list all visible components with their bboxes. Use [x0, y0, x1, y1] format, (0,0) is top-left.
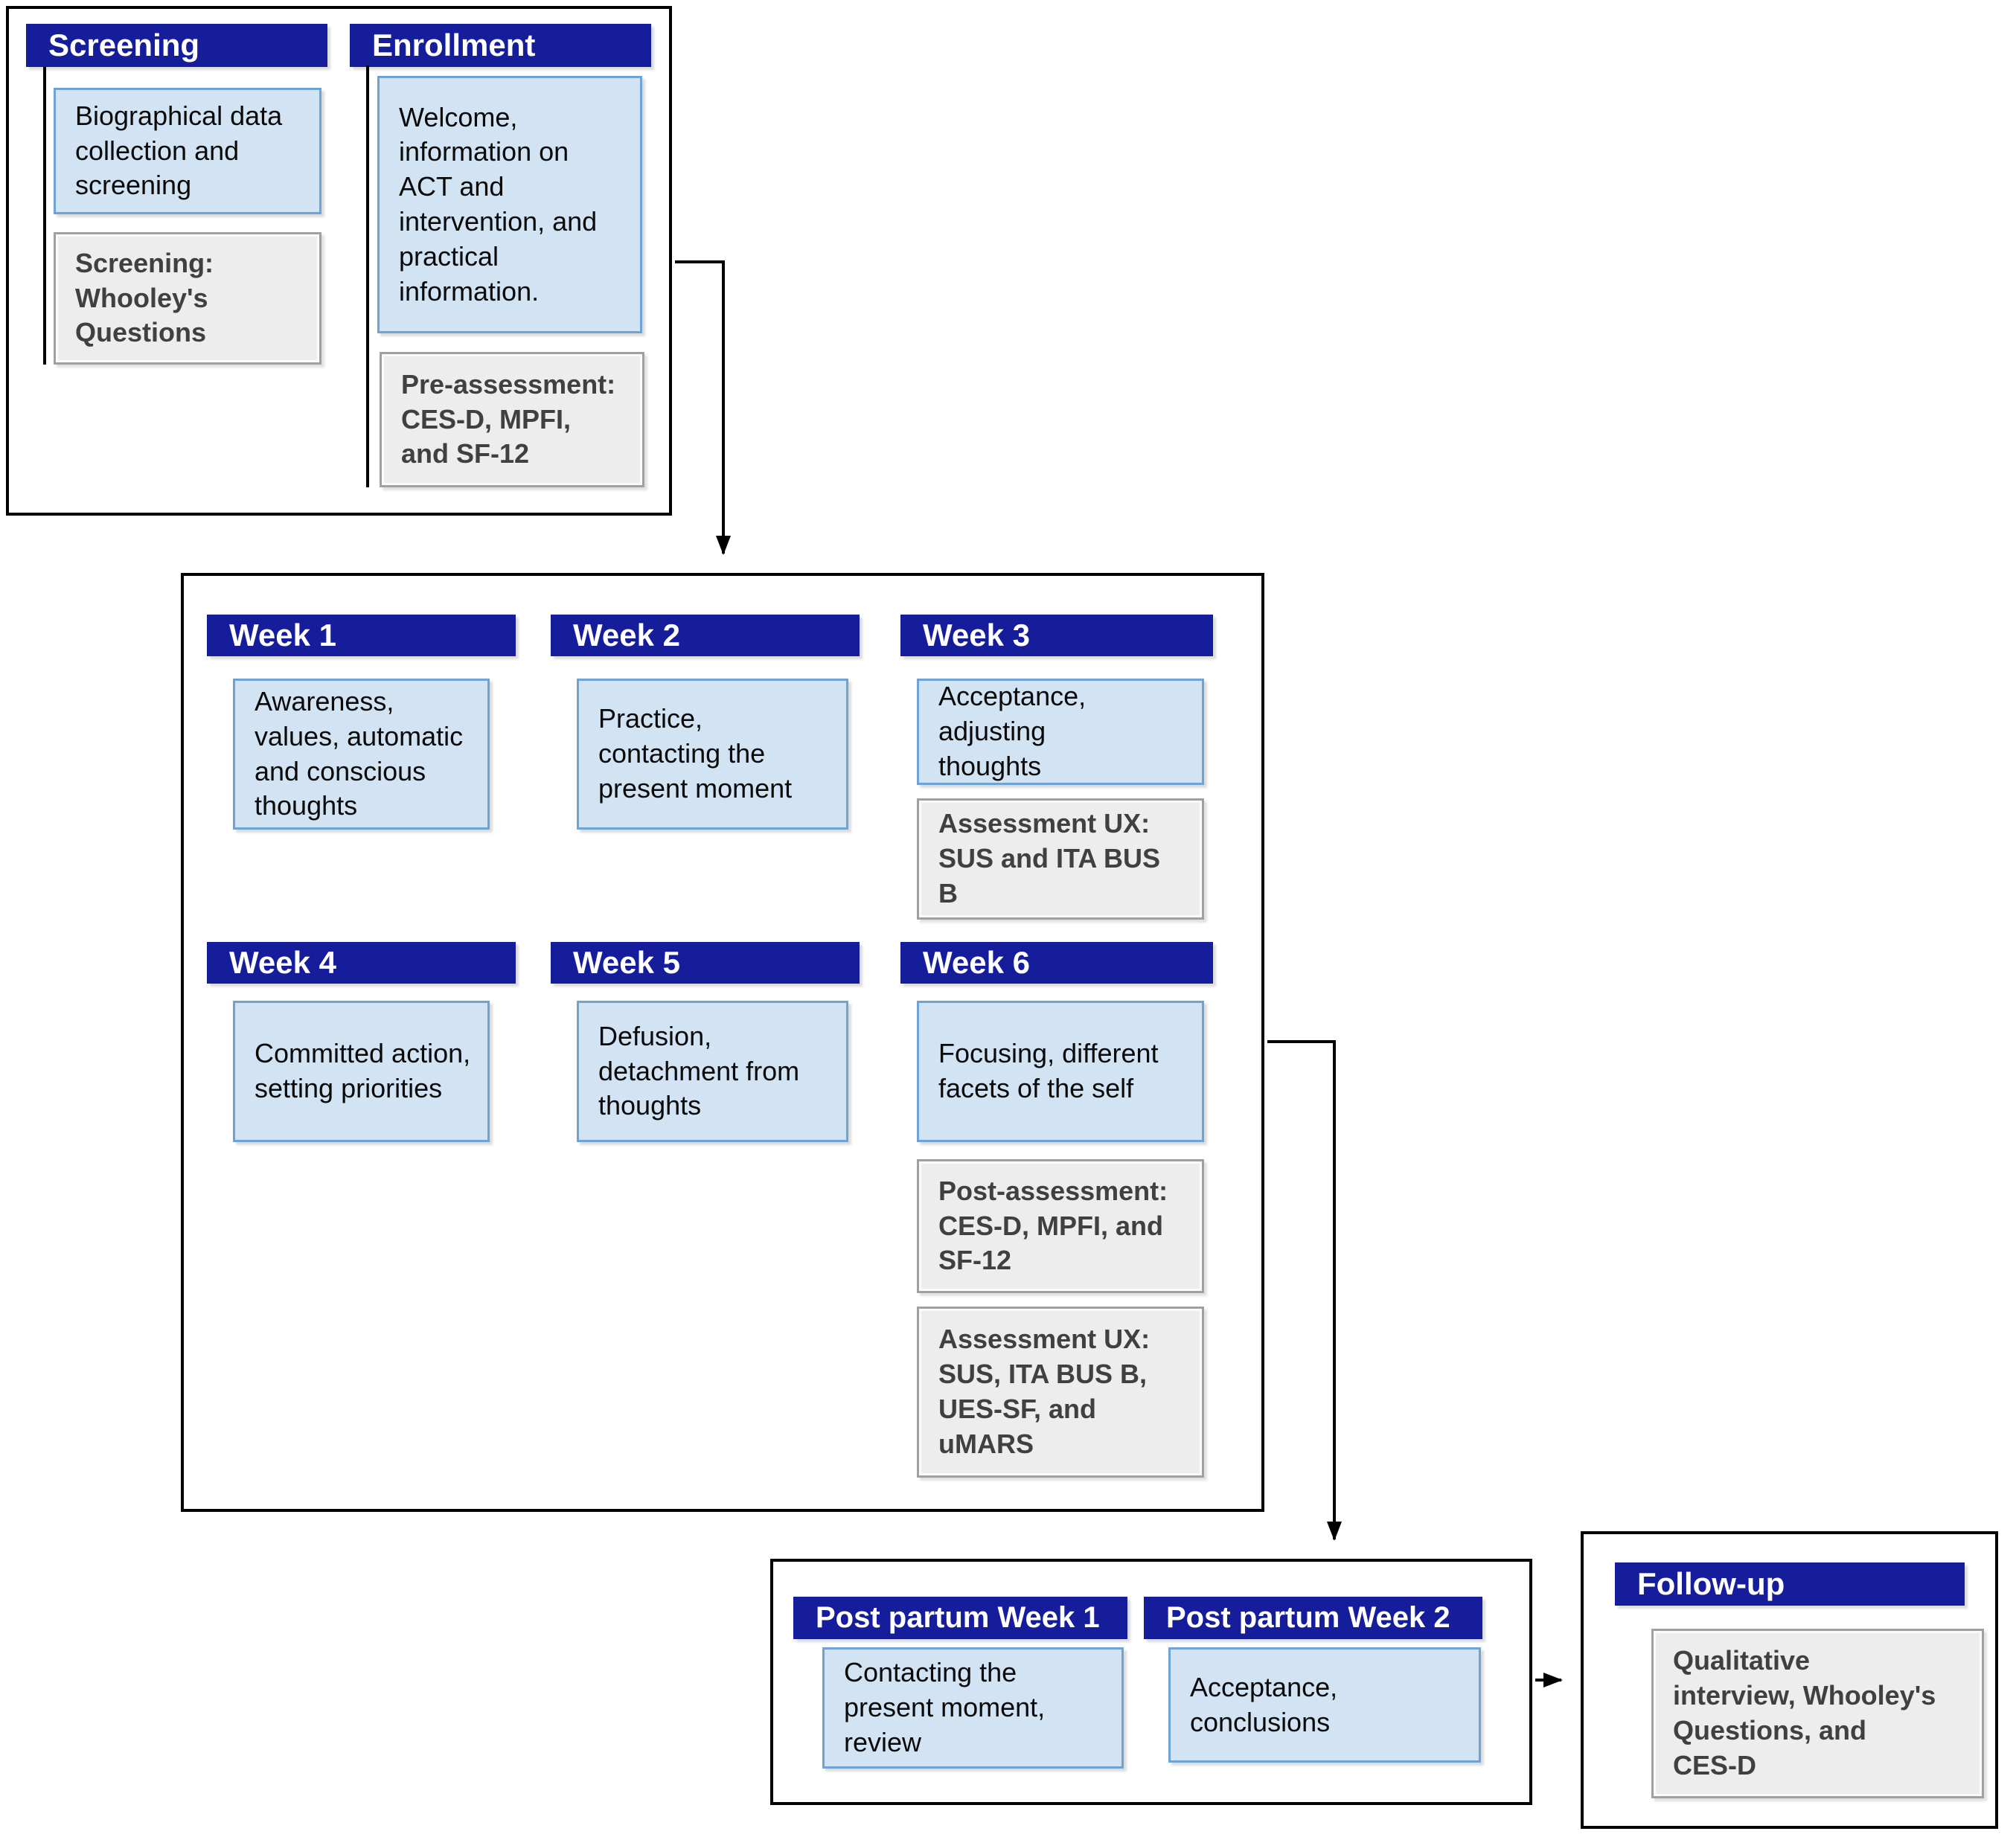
connector-enrollment-to-weeks [675, 260, 731, 555]
week-3-card: Acceptance, adjusting thoughts [917, 679, 1204, 785]
postpartum-week-1-header: Post partum Week 1 [793, 1597, 1127, 1639]
screening-bracket-line [43, 67, 46, 365]
postpartum-week-2-card: Acceptance, conclusions [1168, 1647, 1481, 1763]
week-4-header: Week 4 [207, 942, 516, 984]
week-5-card: Defusion, detachment from thoughts [577, 1001, 848, 1142]
connector-weeks-to-postpartum [1267, 1040, 1342, 1541]
week-6-post-assessment-card: Post-assessment: CES-D, MPFI, and SF-12 [917, 1159, 1204, 1293]
followup-header: Follow-up [1615, 1562, 1965, 1606]
week-6-header: Week 6 [900, 942, 1213, 984]
postpartum-week-2-header: Post partum Week 2 [1144, 1597, 1482, 1639]
week-6-card: Focusing, different facets of the self [917, 1001, 1204, 1142]
week-3-header: Week 3 [900, 615, 1213, 656]
enrollment-header: Enrollment [350, 24, 651, 67]
week-2-card: Practice, contacting the present moment [577, 679, 848, 830]
biographical-card: Biographical data collection and screeni… [54, 88, 321, 214]
week-1-card: Awareness, values, automatic and conscio… [233, 679, 490, 830]
screening-header: Screening [26, 24, 327, 67]
followup-card: Qualitative interview, Whooley's Questio… [1651, 1629, 1984, 1798]
postpartum-section: Post partum Week 1 Post partum Week 2 Co… [770, 1559, 1532, 1805]
postpartum-week-1-card: Contacting the present moment, review [822, 1647, 1124, 1769]
week-1-header: Week 1 [207, 615, 516, 656]
screening-enrollment-section: Screening Biographical data collection a… [6, 6, 672, 516]
week-2-header: Week 2 [551, 615, 860, 656]
enrollment-bracket-line [366, 65, 369, 487]
week-4-card: Committed action, setting priorities [233, 1001, 490, 1142]
week-5-header: Week 5 [551, 942, 860, 984]
week-6-assessment-ux-card: Assessment UX: SUS, ITA BUS B, UES-SF, a… [917, 1307, 1204, 1478]
weeks-section: Week 1 Week 2 Week 3 Awareness, values, … [181, 573, 1264, 1512]
whooley-screening-card: Screening: Whooley's Questions [54, 232, 321, 365]
welcome-card: Welcome, information on ACT and interven… [377, 76, 642, 333]
followup-section: Follow-up Qualitative interview, Whooley… [1581, 1531, 1998, 1829]
pre-assessment-card: Pre-assessment: CES-D, MPFI, and SF-12 [380, 352, 644, 487]
week-3-assessment-card: Assessment UX: SUS and ITA BUS B [917, 798, 1204, 920]
